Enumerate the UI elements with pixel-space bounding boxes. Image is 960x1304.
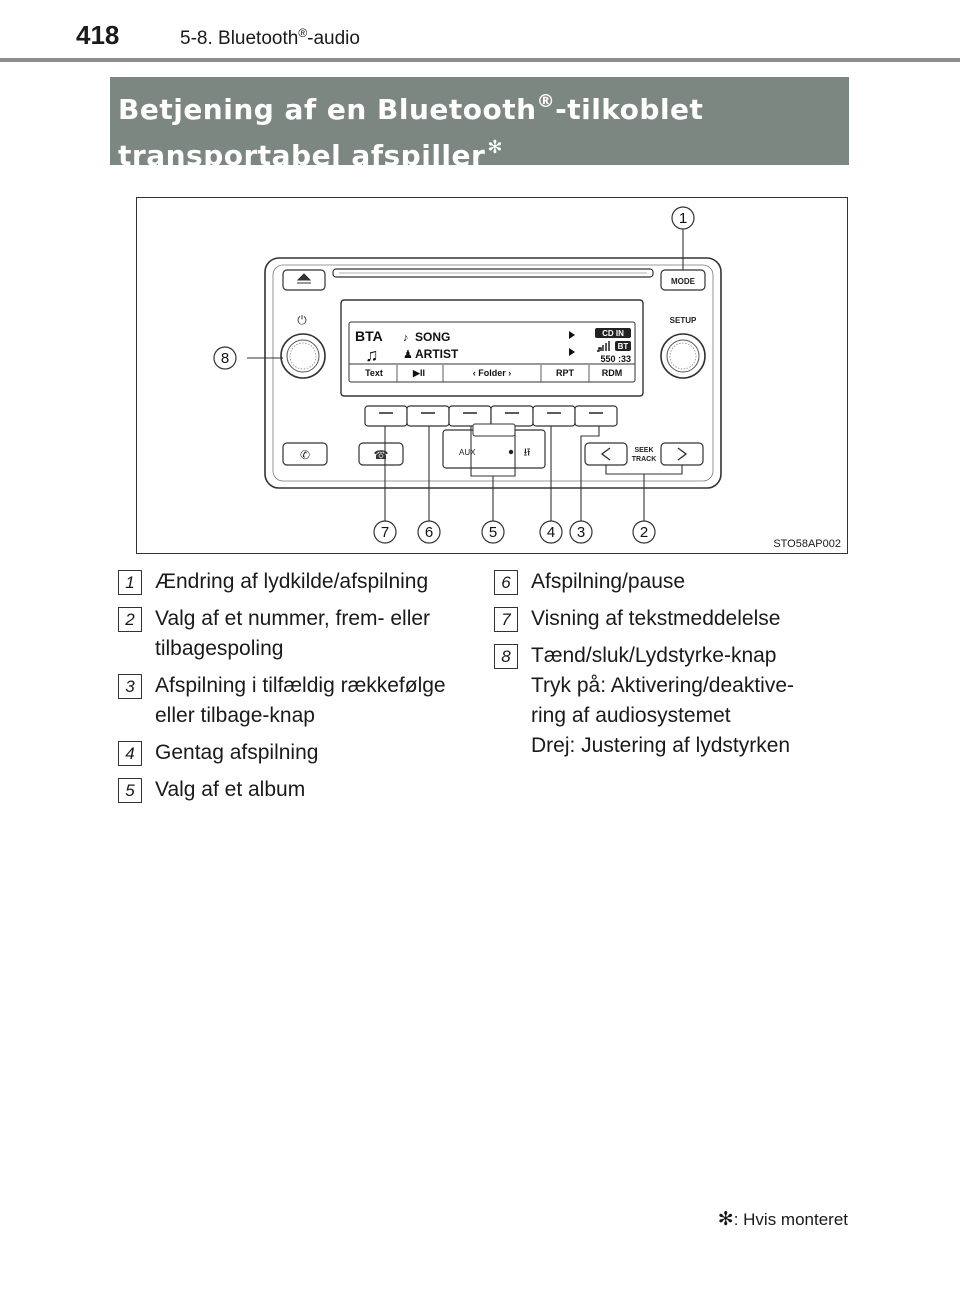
display-source: BTA [355, 328, 383, 344]
preset-button-1 [364, 405, 408, 427]
legend-item: 5 Valg af et album [118, 775, 488, 805]
display-artist: ARTIST [415, 347, 459, 361]
signal-icon [597, 341, 610, 352]
footnote-text: : Hvis monteret [733, 1210, 848, 1229]
callout-leaders [247, 229, 684, 521]
callout-6: 6 [425, 524, 433, 541]
preset-button-4 [490, 405, 534, 427]
legend-number: 7 [494, 607, 518, 632]
legend-number: 3 [118, 674, 142, 699]
softkey-label-folder: ‹ Folder › [473, 368, 512, 378]
display-song: SONG [415, 330, 450, 344]
song-arrow-icon [569, 331, 575, 339]
legend-item: 2 Valg af et nummer, frem- eller tilbagesp… [118, 604, 488, 664]
seek-label: SEEK [634, 447, 653, 454]
bt-label: BT [618, 342, 629, 351]
legend-text: Valg af et nummer, frem- eller [155, 607, 431, 630]
callout-5: 5 [489, 524, 497, 541]
legend-item: 6 Afspilning/pause [494, 567, 854, 597]
legend-text: eller tilbage-knap [155, 704, 315, 727]
display-screen [348, 321, 636, 383]
asterisk-icon: ✻ [487, 137, 503, 158]
legend-text: Tryk på: Aktivering/deaktive- [531, 674, 794, 697]
preset-button-3 [448, 405, 492, 427]
footnote: ✻: Hvis monteret [718, 1208, 848, 1231]
phone-hangup-button [358, 442, 404, 466]
power-icon: ⏻ [297, 313, 307, 327]
legend-text: tilbagespoling [155, 637, 284, 660]
softkey-label-rpt: RPT [556, 368, 575, 378]
preset-button-2 [406, 405, 450, 427]
mode-label: MODE [671, 277, 696, 286]
track-label: TRACK [632, 456, 657, 463]
legend-text: Gentag afspilning [155, 741, 319, 764]
phone-hangup-icon: ☎ [374, 448, 389, 462]
legend-number: 2 [118, 607, 142, 632]
preset-button-5 [532, 405, 576, 427]
legend-item: 4 Gentag afspilning [118, 738, 488, 768]
artist-arrow-icon [569, 348, 575, 356]
header-divider [0, 58, 960, 62]
softkey-label-play-pause: ▶II [412, 368, 425, 378]
section-title-line1: Betjening af en Bluetooth®-tilkoblet [118, 91, 704, 126]
callout-2: 2 [640, 524, 648, 541]
setup-label: SETUP [670, 316, 697, 325]
legend-number: 4 [118, 741, 142, 766]
aux-jack [508, 449, 514, 455]
page-number: 418 [76, 20, 120, 50]
callout-8: 8 [221, 350, 229, 367]
section-title-line2: transportabel afspiller✻ [118, 137, 503, 172]
chevron-left-icon [600, 447, 611, 461]
chapter-title: 5-8. Bluetooth®-audio [180, 26, 360, 49]
legend-number: 8 [494, 644, 518, 669]
legend-text: Drej: Justering af lydstyrken [531, 734, 791, 757]
legend-text: Valg af et album [155, 778, 306, 801]
phone-pickup-button [282, 442, 328, 466]
legend-text: Visning af tekstmeddelelse [531, 607, 781, 630]
preset-button-6 [574, 405, 618, 427]
softkey-label-text: Text [365, 368, 383, 378]
legend-text: Afspilning i tilfældig rækkefølge [155, 674, 446, 697]
display-time: 550 :33 [600, 354, 631, 364]
page-header: 418 5-8. Bluetooth®-audio [0, 0, 960, 62]
preset-buttons [364, 405, 618, 427]
audio-unit-figure: MODE ⏻ SETUP BTA ♫ ♪ SONG ♟ ARTIST CD IN… [136, 197, 848, 554]
callout-3: 3 [577, 524, 585, 541]
legend-right-column: 6 Afspilning/pause 7 Visning af tekstmeddel… [494, 567, 854, 768]
legend-text: Afspilning/pause [531, 570, 686, 593]
seek-forward-button [660, 442, 704, 466]
cd-in-badge [595, 328, 631, 338]
legend-text: Ændring af lydkilde/afspilning [155, 570, 429, 593]
seek-back-button [584, 442, 628, 466]
artist-icon: ♟ [403, 349, 413, 361]
callout-4: 4 [547, 524, 555, 541]
song-note-icon: ♪ [403, 332, 409, 344]
usb-icon: ⭿ [523, 447, 530, 459]
callout-7: 7 [381, 524, 389, 541]
asterisk-icon: ✻ [717, 1209, 734, 1230]
section-title: Betjening af en Bluetooth®-tilkoblet tra… [110, 77, 849, 172]
chevron-right-icon [677, 447, 688, 461]
legend-item: 3 Afspilning i tilfældig rækkefølge eller … [118, 671, 488, 731]
legend-number: 6 [494, 570, 518, 595]
phone-pickup-icon: ✆ [300, 448, 310, 462]
legend-number: 5 [118, 778, 142, 803]
legend-item: 7 Visning af tekstmeddelelse [494, 604, 854, 634]
aux-label: AUX [459, 448, 476, 457]
cd-in-label: CD IN [602, 329, 624, 338]
music-note-icon: ♫ [365, 345, 379, 365]
softkey-label-rdm: RDM [602, 368, 623, 378]
bt-badge [615, 341, 631, 351]
audio-unit-illustration: MODE ⏻ SETUP BTA ♫ ♪ SONG ♟ ARTIST CD IN… [213, 206, 722, 544]
callout-1: 1 [679, 210, 687, 227]
legend-text: ring af audiosystemet [531, 704, 731, 727]
figure-code: STO58AP002 [773, 538, 841, 550]
legend-item: 1 Ændring af lydkilde/afspilning [118, 567, 488, 597]
eject-icon [296, 273, 312, 284]
legend-text: Tænd/sluk/Lydstyrke-knap [531, 644, 777, 667]
legend-number: 1 [118, 570, 142, 595]
